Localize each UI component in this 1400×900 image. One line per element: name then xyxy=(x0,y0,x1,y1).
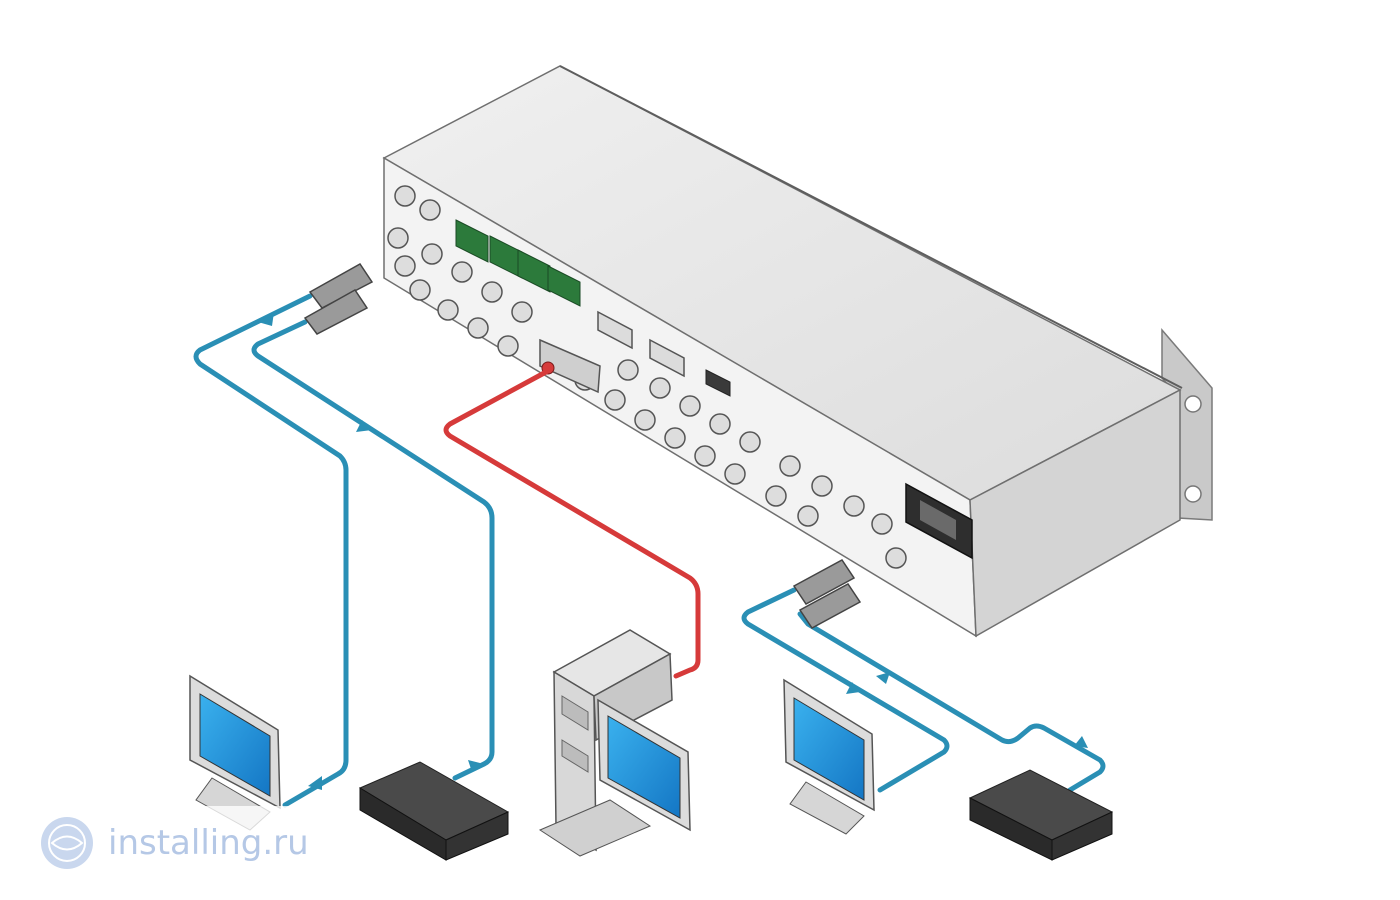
right-monitor xyxy=(783,678,875,835)
arrow-icon xyxy=(1074,736,1088,748)
right-vcr xyxy=(968,769,1114,861)
arrow-icon xyxy=(876,672,890,684)
rack-ear-hole xyxy=(1184,485,1202,503)
video-cable-in-2 xyxy=(797,611,1106,793)
dip-switch xyxy=(705,369,731,397)
matrix-switcher-chassis xyxy=(382,65,1213,638)
power-inlet xyxy=(905,482,973,560)
arrow-icon xyxy=(258,312,274,326)
rgb-cable xyxy=(443,369,701,679)
rs232-ports xyxy=(597,310,685,378)
arrow-icon xyxy=(846,682,860,694)
arrow-icon xyxy=(356,420,372,432)
rack-ear-hole xyxy=(1184,395,1202,413)
pc-workstation xyxy=(538,629,691,857)
signal-arrows xyxy=(258,312,1088,790)
terminal-blocks xyxy=(455,219,581,307)
video-cable-in-1 xyxy=(251,319,495,781)
globe-logo-icon xyxy=(41,817,93,869)
left-monitor xyxy=(189,674,281,831)
watermark-text: installing.ru xyxy=(108,823,309,863)
video-cable-out-1 xyxy=(193,293,349,808)
bnc-plugs xyxy=(303,263,862,629)
watermark: installing.ru xyxy=(22,806,318,880)
video-cable-out-2 xyxy=(741,587,950,793)
cables xyxy=(193,293,1106,808)
chassis-side xyxy=(969,388,1181,638)
arrow-icon xyxy=(468,760,484,772)
left-vcr xyxy=(358,761,510,861)
arrow-icon xyxy=(308,776,322,790)
